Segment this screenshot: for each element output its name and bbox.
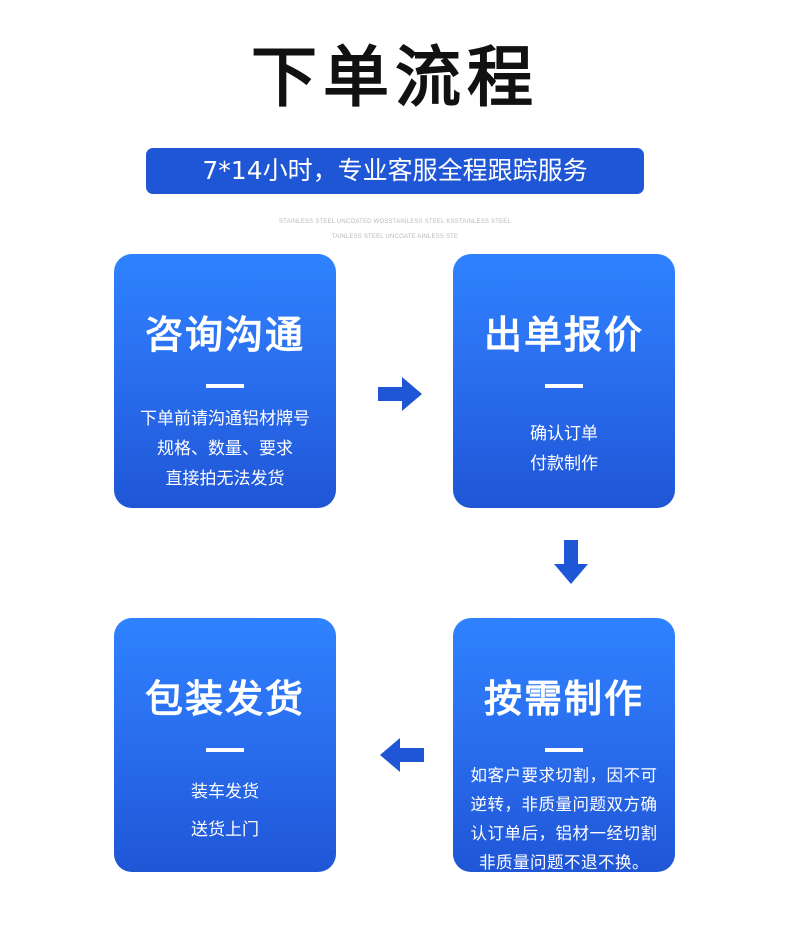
description-line: 付款制作 bbox=[530, 454, 598, 474]
description-line: 认订单后，铝材一经切割 bbox=[470, 824, 658, 843]
step-card-shipping: 包装发货 装车发货 送货上门 bbox=[114, 618, 336, 872]
description-line: 非质量问题不退不换。 bbox=[479, 853, 649, 872]
decorative-caption-2: TAINLESS STEEL UNCOATE AINLESS STE bbox=[331, 234, 459, 240]
arrow-left-icon bbox=[380, 738, 424, 772]
arrow-down-icon bbox=[554, 540, 588, 584]
title-divider bbox=[206, 384, 244, 388]
description-line: 规格、数量、要求 bbox=[157, 439, 293, 459]
description-line: 逆转，非质量问题双方确 bbox=[470, 795, 658, 814]
step-description: 装车发货 送货上门 bbox=[114, 773, 336, 849]
page-title: 下单流程 bbox=[251, 39, 539, 116]
subtitle-banner: 7*14小时，专业客服全程跟踪服务 bbox=[146, 148, 644, 194]
title-divider bbox=[206, 748, 244, 752]
step-title: 按需制作 bbox=[483, 677, 644, 721]
step-title: 包装发货 bbox=[144, 677, 305, 721]
step-description: 如客户要求切割，因不可 逆转，非质量问题双方确 认订单后，铝材一经切割 非质量问… bbox=[453, 761, 675, 877]
step-title: 出单报价 bbox=[483, 313, 644, 357]
step-card-consult: 咨询沟通 下单前请沟通铝材牌号 规格、数量、要求 直接拍无法发货 bbox=[114, 254, 336, 508]
description-line: 送货上门 bbox=[191, 820, 259, 840]
step-title: 咨询沟通 bbox=[144, 313, 305, 357]
step-card-production: 按需制作 如客户要求切割，因不可 逆转，非质量问题双方确 认订单后，铝材一经切割… bbox=[453, 618, 675, 872]
step-description: 下单前请沟通铝材牌号 规格、数量、要求 直接拍无法发货 bbox=[114, 404, 336, 494]
title-divider bbox=[545, 384, 583, 388]
description-line: 下单前请沟通铝材牌号 bbox=[140, 409, 310, 429]
arrow-right-icon bbox=[378, 377, 422, 411]
description-line: 直接拍无法发货 bbox=[165, 469, 285, 489]
description-line: 如客户要求切割，因不可 bbox=[470, 766, 658, 785]
title-divider bbox=[545, 748, 583, 752]
description-line: 装车发货 bbox=[191, 782, 259, 802]
decorative-caption-1: STAINLESS STEEL UNCOATED WOSSTAINLESS ST… bbox=[278, 219, 512, 225]
description-line: 确认订单 bbox=[530, 424, 598, 444]
step-card-quote: 出单报价 确认订单 付款制作 bbox=[453, 254, 675, 508]
step-description: 确认订单 付款制作 bbox=[453, 419, 675, 479]
